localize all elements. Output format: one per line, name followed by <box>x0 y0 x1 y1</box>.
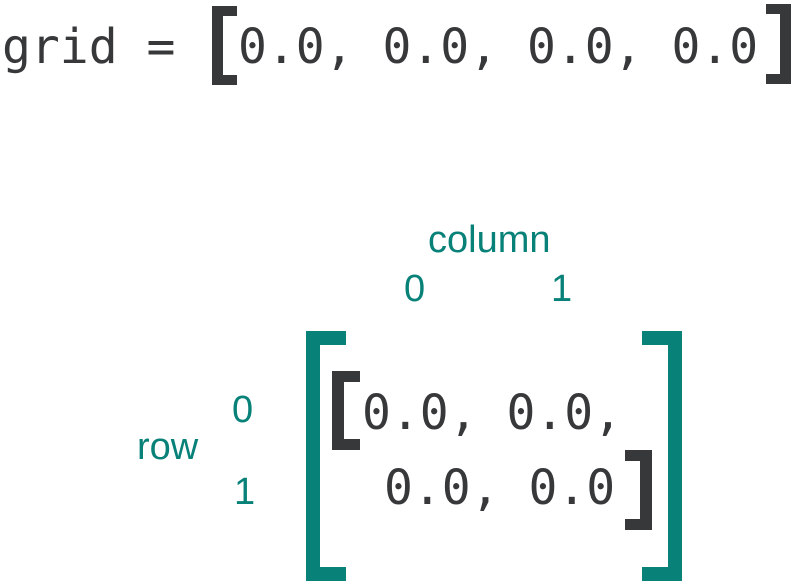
column-index-0: 0 <box>404 268 426 310</box>
matrix-row-1-values: 0.0, 0.0 <box>384 460 616 516</box>
code-list-values: 0.0, 0.0, 0.0, 0.0 <box>238 19 759 75</box>
row-index-0: 0 <box>232 389 254 431</box>
list-open-bracket-icon <box>332 371 360 450</box>
matrix-row-0-values: 0.0, 0.0, <box>362 385 623 441</box>
list-close-bracket-icon <box>625 450 652 530</box>
matrix-close-bracket-icon <box>642 331 682 581</box>
code-variable-label: grid = <box>2 19 176 75</box>
row-index-1: 1 <box>234 471 256 513</box>
code-open-bracket-icon <box>212 6 237 85</box>
column-index-1: 1 <box>551 268 573 310</box>
matrix-open-bracket-icon <box>306 331 346 581</box>
column-axis-label: column <box>428 219 551 261</box>
code-close-bracket-icon <box>766 4 791 84</box>
row-axis-label: row <box>137 426 199 468</box>
